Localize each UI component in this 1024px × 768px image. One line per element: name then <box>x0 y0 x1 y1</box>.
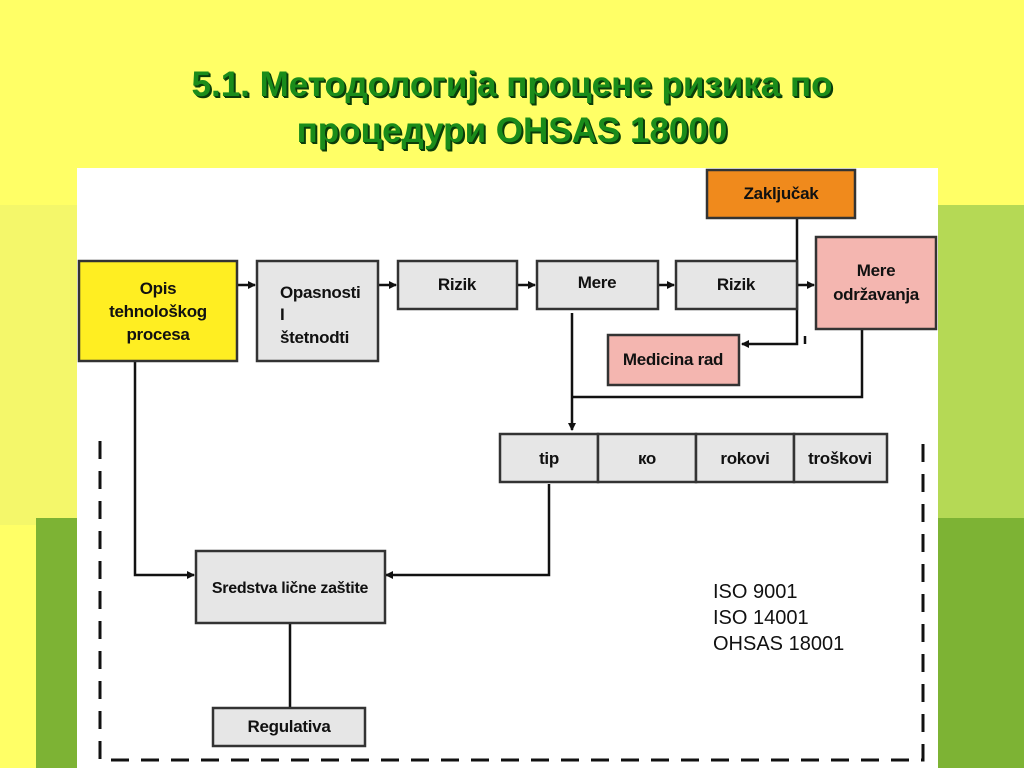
opasnosti-label: I <box>280 305 284 324</box>
table-cell-label: ко <box>638 449 656 468</box>
rizik-label: Rizik <box>717 275 756 294</box>
mere-odrzavanja-label: Mere <box>857 261 896 280</box>
background-stripe <box>938 518 1024 768</box>
opasnosti-label: Opasnosti <box>280 283 360 302</box>
opis-label: tehnološkog <box>109 302 207 321</box>
medicina-rad-label: Medicina rad <box>623 350 723 369</box>
diagram-panel: Zaključak Opis tehnološkog procesa Opasn… <box>77 168 938 768</box>
measures-table: tip ко rokovi troškovi <box>498 432 889 484</box>
table-cell-label: tip <box>539 449 559 468</box>
standards-list: ISO 9001 ISO 14001 OHSAS 18001 <box>713 581 844 655</box>
medicina-rad-box: Medicina rad <box>606 333 741 387</box>
regulativa-label: Regulativa <box>248 717 332 736</box>
opis-label: procesa <box>126 325 190 344</box>
mere-box: Mere <box>535 259 660 311</box>
connector-arrow <box>133 362 195 579</box>
mere-label: Mere <box>578 273 617 292</box>
opasnosti-label: štetnodti <box>280 328 349 347</box>
background-stripe <box>0 205 77 525</box>
zakljucak-label: Zaključak <box>744 184 820 203</box>
zakljucak-box: Zaključak <box>705 168 857 220</box>
slide-title-line: процедури OHSAS 18000 <box>296 111 728 150</box>
connectors <box>133 218 864 708</box>
rizik-box: Rizik <box>396 259 519 311</box>
table-cell <box>792 432 889 484</box>
connector-line <box>572 330 864 399</box>
standard-item: OHSAS 18001 <box>713 633 844 655</box>
table-cell-label: rokovi <box>720 449 769 468</box>
standard-item: ISO 9001 <box>713 581 798 603</box>
rizik-label: Rizik <box>438 275 477 294</box>
sredstva-box: Sredstva lične zaštite <box>194 549 387 625</box>
standard-item: ISO 14001 <box>713 607 809 629</box>
flow-diagram: Zaključak Opis tehnološkog procesa Opasn… <box>77 168 938 762</box>
regulativa-box: Regulativa <box>211 706 367 748</box>
mere-odrzavanja-box: Mere održavanja <box>814 235 938 331</box>
opis-label: Opis <box>140 279 177 298</box>
mere-odrzavanja-label: održavanja <box>833 285 920 304</box>
slide-title: 5.1. Методологија процене ризика по проц… <box>0 62 1024 154</box>
table-cell <box>694 432 796 484</box>
system-boundary <box>98 436 925 762</box>
opasnosti-box: Opasnosti I štetnodti <box>255 259 380 363</box>
background-stripe <box>36 518 77 768</box>
opis-box: Opis tehnološkog procesa <box>77 259 239 363</box>
connector-arrow <box>385 484 551 579</box>
rizik-box: Rizik <box>674 259 799 311</box>
table-cell-label: troškovi <box>808 449 872 468</box>
table-cell <box>498 432 600 484</box>
table-cell <box>596 432 698 484</box>
sredstva-label: Sredstva lične zaštite <box>212 580 369 597</box>
slide-title-line: 5.1. Методологија процене ризика по <box>191 65 833 104</box>
